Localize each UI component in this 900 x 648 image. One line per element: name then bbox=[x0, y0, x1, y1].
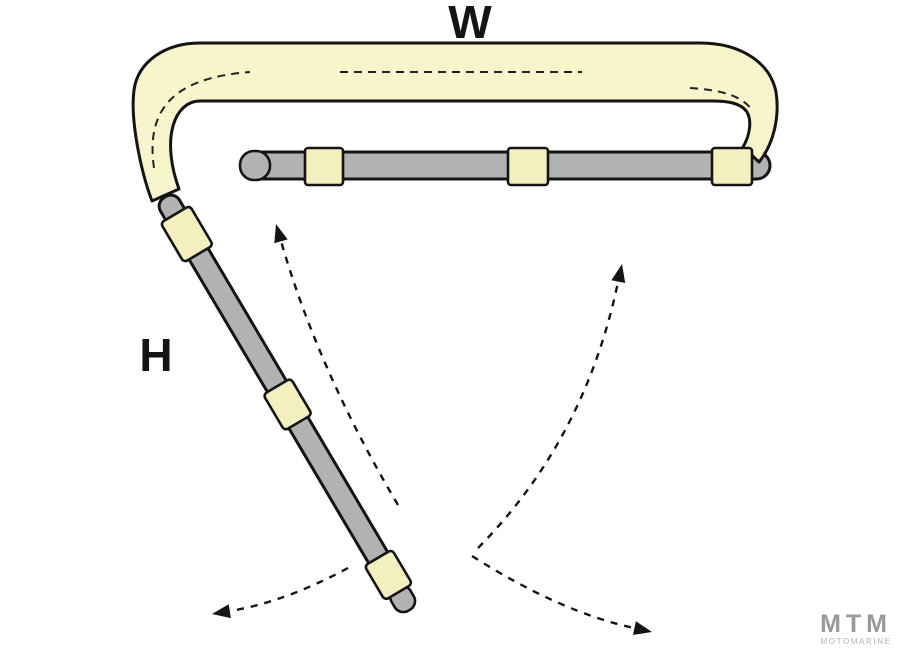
crossbar-fitting bbox=[710, 146, 754, 187]
height-label: H bbox=[139, 329, 172, 381]
fold-arrow-up-left bbox=[279, 240, 400, 506]
arrowhead-up-right-icon bbox=[611, 264, 626, 283]
fabric-seam-stitch bbox=[689, 87, 753, 111]
crossbar-end-cap bbox=[238, 149, 272, 182]
watermark-logo: MTM MOTOMARINE bbox=[820, 612, 892, 646]
crossbar-fitting bbox=[506, 146, 550, 187]
fold-arrow-down-right bbox=[471, 554, 635, 630]
fabric-covered-top-bow bbox=[131, 41, 779, 203]
arrowhead-down-left-icon bbox=[212, 604, 231, 619]
pole-fitting bbox=[263, 378, 312, 431]
watermark-subtitle: MOTOMARINE bbox=[820, 637, 892, 646]
watermark-brand: MTM bbox=[820, 610, 892, 638]
arrowhead-down-right-icon bbox=[632, 621, 652, 635]
fold-arrow-down-left bbox=[229, 566, 349, 613]
fabric-seam-stitch bbox=[151, 71, 251, 169]
height-pole-group bbox=[157, 193, 417, 614]
arrowhead-up-left-icon bbox=[274, 224, 288, 244]
width-label: W bbox=[448, 0, 492, 48]
fold-arrow-up-right bbox=[477, 281, 620, 549]
pole-fitting bbox=[364, 549, 413, 601]
pole-fitting bbox=[160, 205, 213, 263]
crossbar-fitting bbox=[303, 146, 345, 187]
